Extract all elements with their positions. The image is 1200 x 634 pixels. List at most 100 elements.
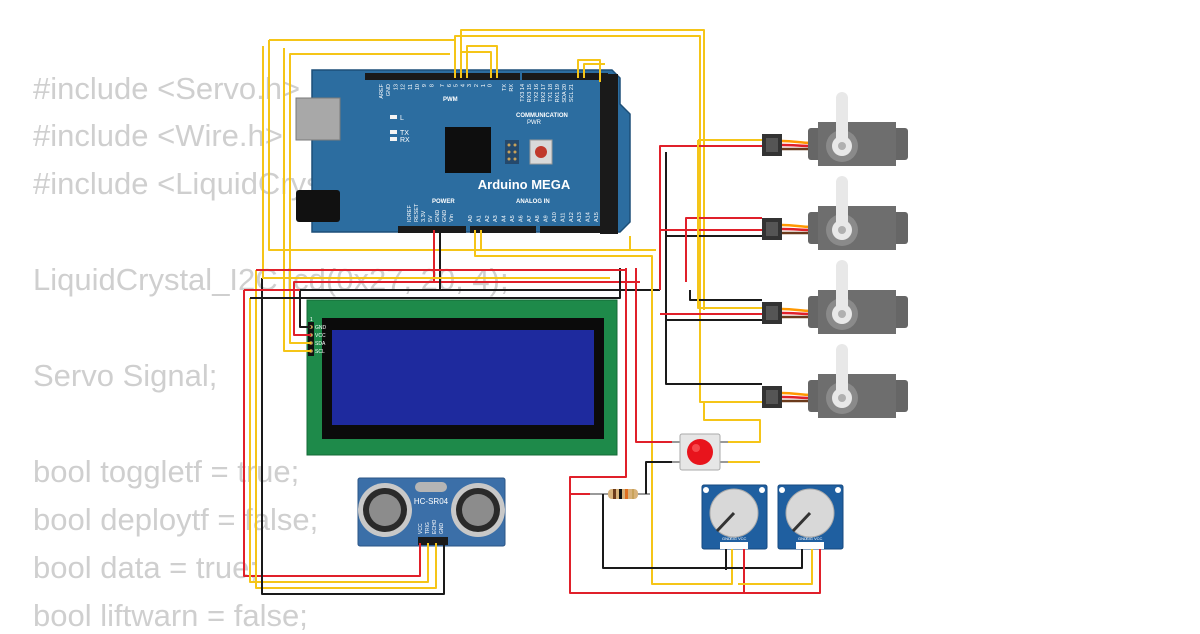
servo-motor[interactable]: [762, 92, 908, 166]
lcd-display[interactable]: 1 GND VCC SDA SCL: [306, 299, 618, 456]
wire: [250, 268, 621, 299]
microcontroller-chip: [445, 127, 491, 173]
led-l-icon: [390, 115, 397, 119]
wires: [243, 29, 821, 595]
analog-pin-label: A1: [476, 215, 482, 222]
arduino-mega-board[interactable]: L TX RX Arduino MEGA PWM COMMUNICATION P…: [295, 69, 631, 234]
wire: [293, 281, 640, 336]
wire: [685, 217, 762, 282]
analog-pin-label: A5: [510, 215, 516, 222]
lcd-pin-header: [308, 322, 314, 356]
lcd-screen: [332, 330, 594, 425]
wire: [255, 270, 437, 589]
wire: [474, 230, 733, 585]
top-left-pin-label: GND: [386, 84, 392, 96]
power-pin-label: GND: [442, 210, 448, 222]
pwm-pin-label: 0: [488, 84, 494, 87]
pot-pin-sig: SIG: [730, 536, 737, 541]
potentiometer-knob-indicator: [791, 511, 812, 533]
wire: [689, 290, 762, 301]
wire: [738, 549, 813, 585]
communication-pin-label: RX3 15: [527, 84, 533, 102]
wire: [659, 145, 762, 290]
communication-pin-label: TX3 14: [520, 84, 526, 102]
pwm-pin-label: 2: [474, 84, 480, 87]
power-pin-label: IOREF: [407, 205, 413, 222]
usb-port: [295, 97, 341, 141]
wire: [602, 494, 803, 569]
serial-pin-label: TX: [502, 84, 508, 91]
pwm-pin-label: 4: [460, 84, 466, 87]
power-pin-label: 5V: [428, 215, 434, 222]
crystal-oscillator: [415, 482, 447, 492]
wire: [299, 289, 660, 328]
analog-pin-label: A2: [485, 215, 491, 222]
analog-pin-label: A15: [594, 212, 600, 222]
communication-pin-label: SCL 21: [569, 84, 575, 102]
analog-pin-label: A4: [502, 215, 508, 222]
wire: [569, 494, 821, 594]
potentiometer[interactable]: GND SIG VCC: [701, 484, 768, 550]
analog-pin-label: A9: [544, 215, 550, 222]
pot-pin-gnd: GND: [722, 536, 731, 541]
potentiometer-knob-indicator: [715, 511, 736, 533]
pwm-pin-label: 3: [467, 84, 473, 87]
ultrasonic-pin-header: [418, 537, 448, 545]
lcd-pin-one-label: 1: [310, 317, 313, 323]
ultrasonic-sensor[interactable]: HC-SR04 VCC TRIG ECHO GND: [357, 477, 506, 547]
reset-button[interactable]: [529, 139, 553, 165]
serial-pin-label: RX: [509, 84, 515, 92]
analog-pin-label: A12: [569, 212, 575, 222]
power-label: POWER: [432, 199, 455, 205]
top-left-pin-label: 12: [401, 84, 407, 90]
communication-pin-label: RX2 17: [541, 84, 547, 102]
analog-pin-label: A0: [468, 215, 474, 222]
top-left-pin-label: AREF: [379, 83, 385, 98]
analog-pin-label: A8: [535, 215, 541, 222]
pwm-pin-label: 7: [440, 84, 446, 87]
top-left-pin-label: 9: [422, 84, 428, 87]
top-left-pin-label: 11: [408, 84, 414, 90]
wire: [268, 40, 631, 251]
pwm-label: PWM: [443, 97, 458, 103]
wire: [261, 278, 445, 595]
power-pin-label: RESET: [414, 203, 420, 222]
analog-pin-label: A7: [527, 215, 533, 222]
pwm-pin-label: 5: [454, 84, 460, 87]
ultrasonic-pin-gnd: GND: [439, 523, 445, 535]
top-left-pin-label: 10: [415, 84, 421, 90]
communication-pin-label: TX1 18: [548, 84, 554, 102]
icsp-header: [505, 140, 519, 164]
communication-pin-label: SDA 20: [562, 84, 568, 103]
lcd-pin-sda-label: SDA: [315, 341, 326, 347]
analog-pin-label: A10: [552, 212, 558, 222]
wire: [665, 152, 762, 385]
push-button[interactable]: [672, 433, 728, 471]
servo-horn: [836, 182, 848, 230]
led-rx-icon: [390, 137, 397, 141]
servo-horn: [836, 98, 848, 146]
wire: [243, 290, 421, 577]
power-pin-label: 3.3V: [421, 210, 427, 222]
pot-pin-vcc: VCC: [738, 536, 747, 541]
potentiometer[interactable]: GND SIG VCC: [777, 484, 844, 550]
lcd-pin-gnd-label: GND: [315, 325, 327, 331]
servo-motor[interactable]: [762, 260, 908, 334]
wire: [249, 298, 429, 583]
pot-pin-sig: SIG: [806, 536, 813, 541]
communication-label: COMMUNICATION: [516, 113, 568, 119]
ultrasonic-receiver: [451, 483, 505, 537]
wire: [697, 140, 762, 309]
top-left-pin-label: 8: [429, 84, 435, 87]
wire: [289, 53, 450, 344]
led-tx-icon: [390, 130, 397, 134]
wire: [480, 230, 656, 251]
analog-pin-label: A13: [577, 212, 583, 222]
servo-horn: [836, 266, 848, 314]
servo-motor[interactable]: [762, 176, 908, 250]
servo-motor[interactable]: [762, 344, 908, 418]
communication-pin-label: RX1 19: [555, 84, 561, 102]
top-header-strip: [365, 73, 520, 80]
analog-header-strip-2: [540, 226, 606, 233]
